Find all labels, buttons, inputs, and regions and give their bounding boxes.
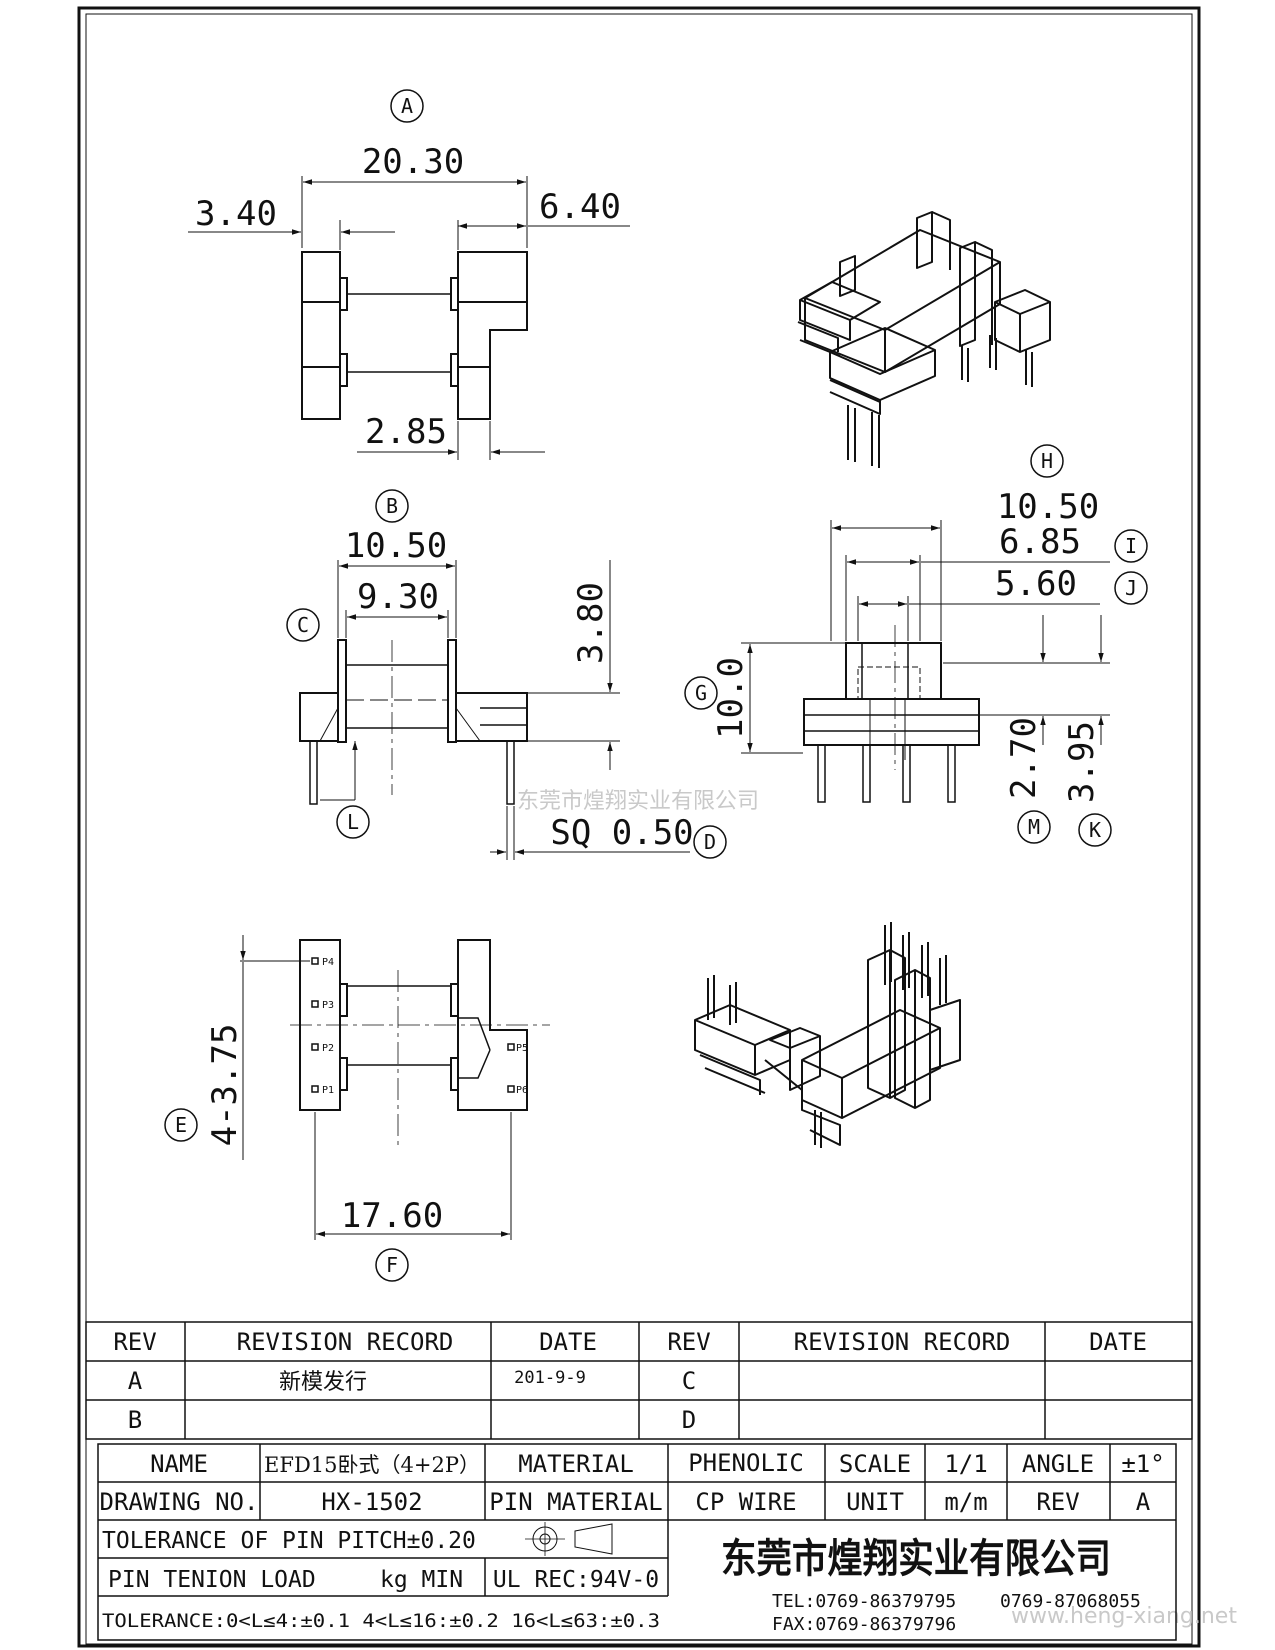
inner-frame [85, 13, 1193, 1645]
dim-b-height: 3.80 [571, 582, 611, 664]
pin-material-label: PIN MATERIAL [489, 1488, 662, 1516]
view-b-front [286, 489, 727, 860]
outer-frame [77, 6, 1201, 1648]
company-name: 东莞市煌翔实业有限公司 [721, 1535, 1111, 1582]
dim-k-height: 3.95 [1062, 721, 1102, 803]
material-value: PHENOLIC [688, 1449, 804, 1477]
angle-label: ANGLE [1022, 1450, 1094, 1478]
scale-value: 1/1 [944, 1450, 987, 1478]
pin-material-value: CP WIRE [695, 1488, 796, 1516]
marker-e: E [175, 1113, 187, 1137]
angle-value: ±1° [1121, 1450, 1164, 1478]
company-tel-2: 0769-87068055 [1000, 1591, 1141, 1612]
name-value: EFD15卧式（4+2P） [264, 1453, 480, 1477]
rev-a-record: 新模发行 [279, 1370, 367, 1395]
rev-a-date: 201-9-9 [514, 1368, 586, 1388]
pin-load-label: PIN TENION LOAD [108, 1567, 316, 1593]
isometric-view-top [797, 211, 1051, 468]
rev-label: REV [1036, 1488, 1079, 1516]
ul-rating: UL REC:94V-0 [493, 1567, 659, 1593]
marker-d: D [704, 830, 716, 854]
view-a-top [188, 89, 630, 460]
pin-p3: P3 [322, 1000, 334, 1011]
view-e-bottom [164, 935, 550, 1282]
title-block [97, 1443, 1177, 1641]
drawing-no-label: DRAWING NO. [100, 1488, 259, 1516]
rev-a-label: A [128, 1367, 143, 1395]
marker-i: I [1125, 534, 1137, 558]
dimension-labels: 20.30 3.40 6.40 2.85 10.50 9.30 3.80 SQ … [195, 142, 1102, 1236]
general-tolerance: TOLERANCE:0<L≤4:±0.1 4<L≤16:±0.2 16<L≤63… [102, 1610, 660, 1632]
pin-labels: P4 P3 P2 P1 P5 P6 [322, 957, 528, 1096]
marker-c: C [297, 613, 309, 637]
dim-a-right: 6.40 [539, 187, 621, 227]
revision-table [85, 1321, 1193, 1440]
view-markers: A B C D E F G H I J K L M [175, 94, 1137, 1277]
watermark-corner: www.heng-xiang.net [1011, 1604, 1237, 1629]
dim-j-inner: 5.60 [995, 564, 1077, 604]
company-tel: TEL:0769-86379795 [772, 1591, 956, 1612]
marker-g: G [695, 681, 707, 705]
drawing-no-value: HX-1502 [321, 1488, 422, 1516]
isometric-view-bottom [694, 922, 961, 1148]
marker-b: B [386, 494, 398, 518]
dim-h-outer: 10.50 [997, 487, 1099, 527]
dim-b-inner: 9.30 [357, 577, 439, 617]
marker-k: K [1089, 818, 1101, 842]
dim-a-left: 3.40 [195, 194, 277, 234]
rev-header-1: REV [113, 1328, 156, 1356]
watermark-center: 东莞市煌翔实业有限公司 [517, 789, 759, 814]
rev-header-6: DATE [1089, 1328, 1147, 1356]
pin-p1: P1 [322, 1085, 334, 1096]
pin-p4: P4 [322, 957, 334, 968]
rev-header-3: DATE [539, 1328, 597, 1356]
rev-header-4: REV [667, 1328, 710, 1356]
marker-a: A [401, 94, 413, 118]
dim-a-total: 20.30 [362, 142, 464, 182]
rev-header-5: REVISION RECORD [794, 1328, 1011, 1356]
revision-table-text: REV REVISION RECORD DATE REV REVISION RE… [113, 1328, 1147, 1434]
marker-l: L [347, 810, 359, 834]
dim-a-bottom: 2.85 [365, 412, 447, 452]
dim-i-mid: 6.85 [999, 522, 1081, 562]
dim-e-pitch: 4-3.75 [205, 1024, 245, 1147]
rev-d-label: D [682, 1406, 696, 1434]
dim-d-pin: SQ 0.50 [550, 813, 693, 853]
pin-load-unit: kg MIN [380, 1567, 463, 1593]
marker-h: H [1041, 449, 1053, 473]
rev-header-2: REVISION RECORD [237, 1328, 454, 1356]
view-h-side [684, 444, 1148, 847]
scale-label: SCALE [839, 1450, 911, 1478]
dim-f-span: 17.60 [341, 1196, 443, 1236]
marker-m: M [1028, 815, 1040, 839]
rev-b-label: B [128, 1406, 142, 1434]
dim-g-height: 10.0 [711, 657, 751, 739]
company-fax: FAX:0769-86379796 [772, 1614, 956, 1635]
title-block-text: NAME EFD15卧式（4+2P） MATERIAL PHENOLIC SCA… [100, 1449, 1165, 1635]
rev-c-label: C [682, 1367, 696, 1395]
marker-f: F [386, 1253, 398, 1277]
material-label: MATERIAL [518, 1450, 634, 1478]
marker-j: J [1125, 576, 1137, 600]
unit-value: m/m [944, 1488, 987, 1516]
pin-p5: P5 [516, 1043, 528, 1054]
rev-value: A [1136, 1488, 1151, 1516]
pin-p2: P2 [322, 1043, 334, 1054]
dim-m-height: 2.70 [1004, 717, 1044, 799]
pitch-tolerance: TOLERANCE OF PIN PITCH±0.20 [102, 1528, 476, 1554]
dim-b-outer: 10.50 [345, 526, 447, 566]
pin-p6: P6 [516, 1085, 528, 1096]
unit-label: UNIT [846, 1488, 904, 1516]
name-label: NAME [150, 1450, 208, 1478]
